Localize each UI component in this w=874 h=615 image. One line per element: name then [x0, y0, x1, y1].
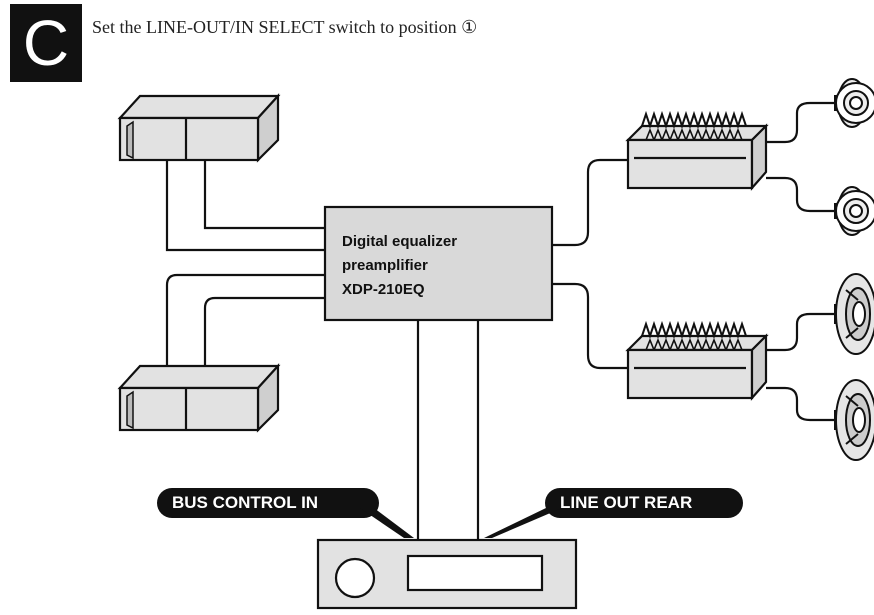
head-unit [316, 538, 578, 610]
section-letter-badge: C [10, 4, 82, 82]
bus-control-in-callout [157, 488, 414, 538]
equalizer-label-line1: Digital equalizer [342, 233, 458, 250]
equalizer-box [323, 205, 554, 322]
cd-changer-bottom [117, 363, 281, 433]
woofer-speaker-3 [834, 273, 874, 355]
cable-changer-bottom-1 [165, 273, 325, 370]
power-amplifier-2 [625, 320, 769, 401]
cable-amp1-speaker1 [766, 101, 835, 144]
tweeter-speaker-1 [834, 78, 874, 128]
instruction-text: Set the LINE-OUT/IN SELECT switch to pos… [92, 17, 478, 37]
cable-eq-amp2 [552, 282, 628, 370]
cable-eq-amp1 [552, 158, 628, 247]
equalizer-model-label: XDP-210EQ [342, 281, 425, 298]
woofer-speaker-4 [834, 379, 874, 461]
equalizer-label-line2: preamplifier [342, 257, 428, 274]
cable-changer-bottom-2 [203, 296, 325, 370]
cable-changer-top-2 [203, 160, 325, 230]
cable-amp2-speaker3 [766, 312, 835, 352]
cable-changer-top-1 [165, 160, 325, 252]
tweeter-speaker-2 [834, 186, 874, 236]
cable-amp2-speaker4 [766, 386, 835, 422]
bus-control-in-label: BUS CONTROL IN [172, 493, 319, 512]
line-out-rear-label: LINE OUT REAR [560, 493, 693, 512]
cd-changer-top [117, 93, 281, 163]
line-out-rear-callout [484, 488, 743, 538]
cable-amp1-speaker2 [766, 176, 835, 213]
power-amplifier-1 [625, 110, 769, 191]
